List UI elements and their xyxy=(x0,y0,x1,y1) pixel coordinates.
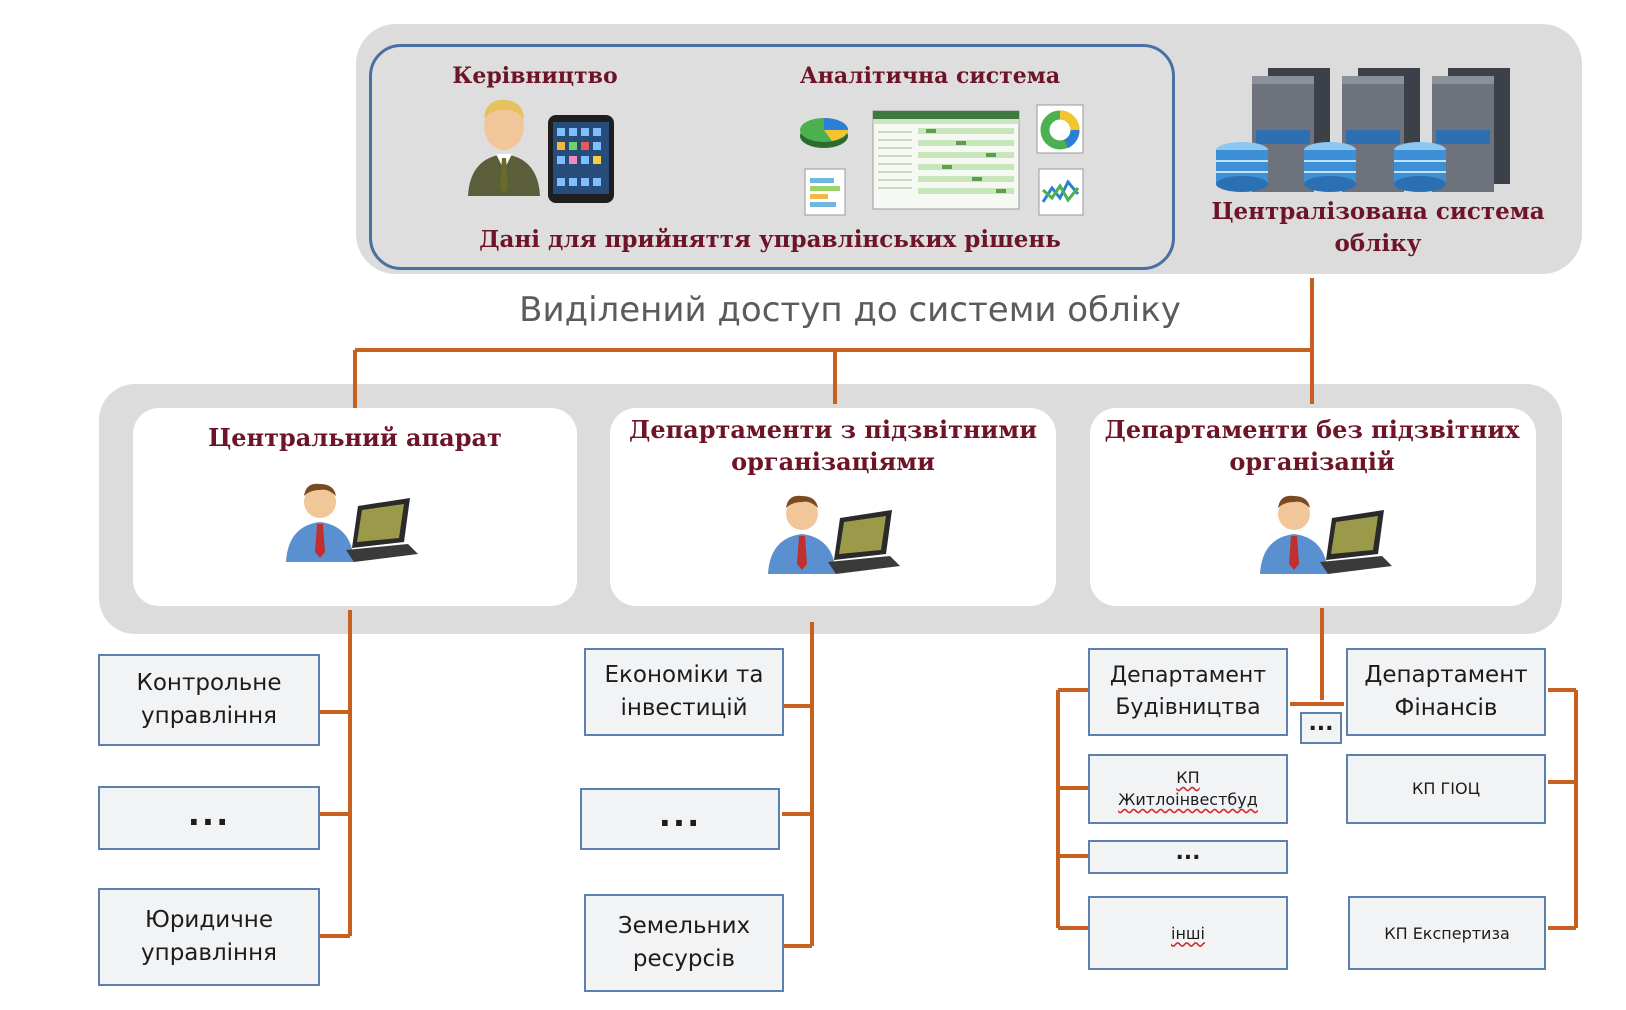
decision-data-label: Дані для прийняття управлінських рішень xyxy=(479,226,1061,253)
economy-dept-label: Економіки та інвестицій xyxy=(604,662,764,721)
col2-more-box: ... xyxy=(580,788,780,850)
analytics-label: Аналітична система xyxy=(799,63,1061,89)
dept-card-central xyxy=(133,408,577,606)
report-chart-icon xyxy=(804,168,846,216)
leadership-label: Керівництво xyxy=(452,63,618,89)
user-laptop-icon xyxy=(1254,490,1394,580)
database-icon xyxy=(1216,142,1268,192)
construction-dept-label: Департамент Будівництва xyxy=(1109,663,1267,720)
kp-housing-box: КП Житлоінвестбуд xyxy=(1088,754,1288,824)
col3-more-box: ... xyxy=(1088,840,1288,874)
land-dept-label: Земельних ресурсів xyxy=(617,913,751,972)
between-more-box: ... xyxy=(1300,712,1342,744)
kp-expert-box: КП Експертиза xyxy=(1348,896,1546,970)
legal-dept-box: Юридичне управління xyxy=(98,888,320,986)
col3-more-label: ... xyxy=(1175,840,1201,865)
dept-central-label: Центральний апарат xyxy=(208,423,502,452)
donut-chart-icon xyxy=(1036,104,1084,154)
dept-with-subs-label: Департаменти з підзвітними організаціями xyxy=(629,415,1037,476)
central-system-label: Централізована система обліку xyxy=(1211,198,1545,257)
access-label: Виділений доступ до системи обліку xyxy=(519,290,1181,330)
kp-gioc-box: КП ГІОЦ xyxy=(1346,754,1546,824)
land-dept-box: Земельних ресурсів xyxy=(584,894,784,992)
col2-more-label: ... xyxy=(658,796,702,834)
kp-gioc-label: КП ГІОЦ xyxy=(1412,779,1480,798)
user-laptop-icon xyxy=(762,490,902,580)
kp-expert-label: КП Експертиза xyxy=(1384,923,1510,943)
kp-housing-label: КП Житлоінвестбуд xyxy=(1118,768,1258,809)
between-more-label: ... xyxy=(1308,711,1334,736)
server-cluster-icon xyxy=(1212,62,1532,194)
tablet-icon xyxy=(547,114,615,204)
economy-dept-box: Економіки та інвестицій xyxy=(584,648,784,736)
col1-more-box: ... xyxy=(98,786,320,850)
col1-more-label: ... xyxy=(187,795,231,833)
control-dept-box: Контрольне управління xyxy=(98,654,320,746)
line-chart-icon xyxy=(1038,168,1084,216)
legal-dept-label: Юридичне управління xyxy=(141,907,277,966)
others-box: інші xyxy=(1088,896,1288,970)
finance-dept-label: Департамент Фінансів xyxy=(1364,662,1528,721)
user-laptop-icon xyxy=(280,478,420,568)
construction-dept-box: Департамент Будівництва xyxy=(1088,648,1288,736)
control-dept-label: Контрольне управління xyxy=(136,670,282,729)
dept-without-subs-label: Департаменти без підзвітних організацій xyxy=(1104,415,1520,476)
manager-icon xyxy=(464,96,544,196)
spreadsheet-icon xyxy=(872,110,1020,210)
pie-chart-icon xyxy=(798,110,850,152)
others-label: інші xyxy=(1171,923,1205,943)
finance-dept-box: Департамент Фінансів xyxy=(1346,648,1546,736)
